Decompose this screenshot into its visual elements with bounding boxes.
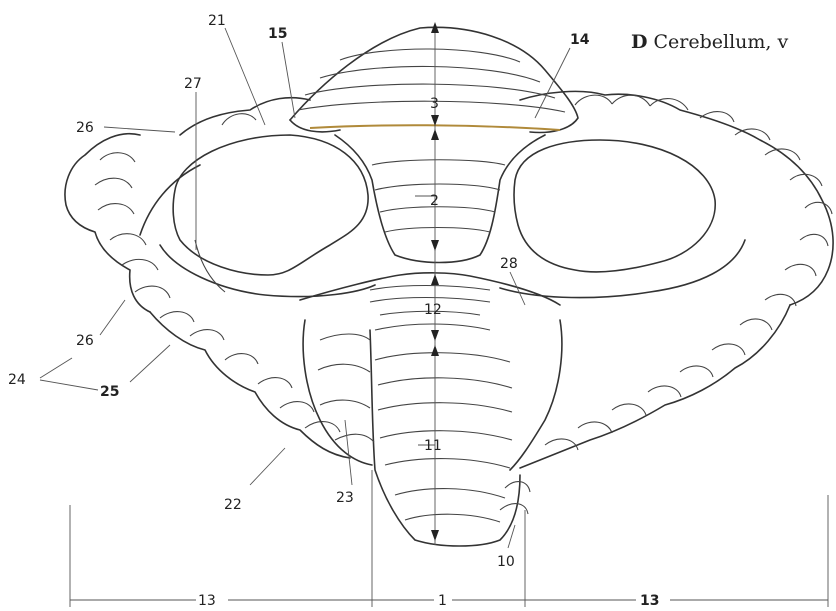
- label-10: 10: [497, 554, 515, 570]
- label-22: 22: [224, 497, 242, 513]
- figure-caption: D Cerebellum, v: [631, 31, 788, 53]
- outer-folia-rim: [65, 91, 833, 468]
- label-2: 2: [430, 193, 439, 209]
- label-24: 24: [8, 372, 26, 388]
- label-23: 23: [336, 490, 354, 506]
- label-21: 21: [208, 13, 226, 29]
- caption-letter: D: [631, 31, 647, 53]
- label-13-right: 13: [640, 593, 659, 607]
- label-28: 28: [500, 256, 518, 272]
- label-3: 3: [430, 96, 439, 112]
- label-15: 15: [268, 26, 287, 42]
- label-26-top: 26: [76, 120, 94, 136]
- label-13-left: 13: [198, 593, 216, 607]
- label-1: 1: [438, 593, 447, 607]
- number-labels: 21 15 14 27 26 3 2 28 12 26 24 25 11 22 …: [8, 13, 659, 607]
- measurement-lines: [70, 470, 828, 607]
- label-25: 25: [100, 384, 119, 400]
- leader-lines: [40, 28, 570, 548]
- label-27: 27: [184, 76, 202, 92]
- caption-text: Cerebellum, v: [653, 31, 788, 53]
- label-14: 14: [570, 32, 590, 48]
- label-26-bottom: 26: [76, 333, 94, 349]
- label-11: 11: [424, 438, 442, 454]
- label-12: 12: [424, 302, 442, 318]
